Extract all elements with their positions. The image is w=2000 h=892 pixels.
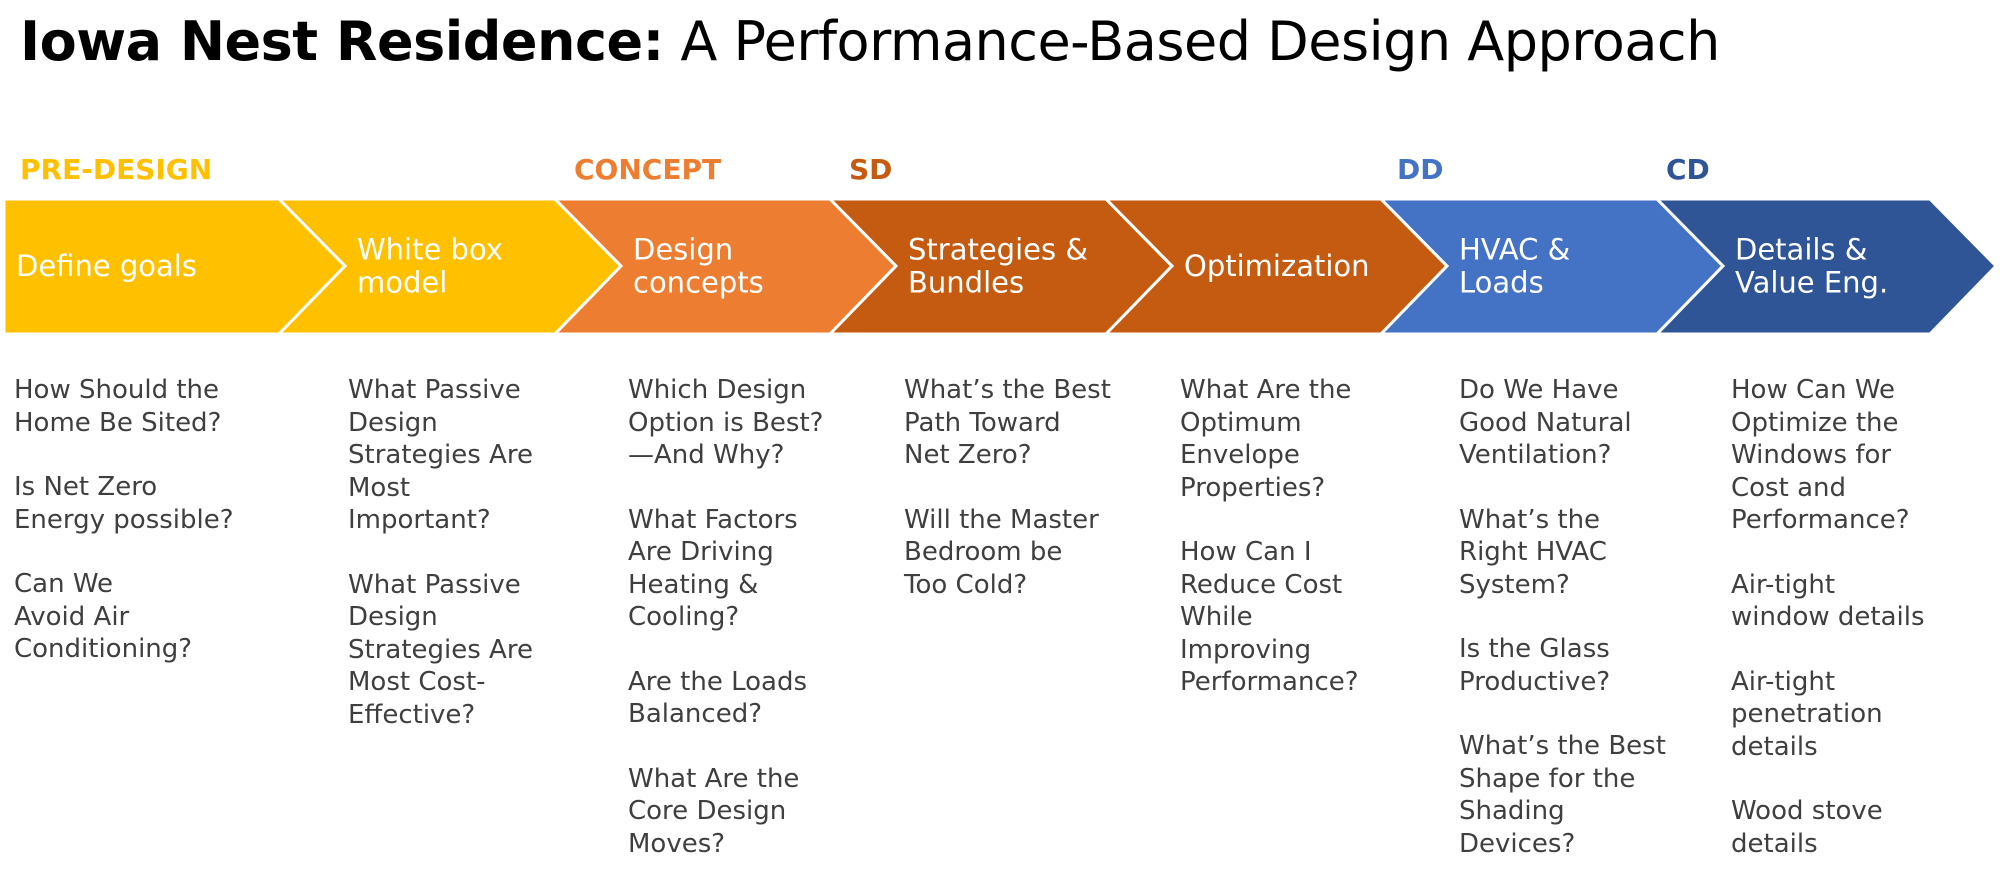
question-column-details-value-eng: How Can We Optimize the Windows for Cost…	[1731, 374, 1925, 892]
chevron-label-define-goals: Define goals	[16, 249, 197, 283]
question-column-hvac-loads: Do We Have Good Natural Ventilation? What…	[1459, 374, 1666, 892]
question-item: Is Net Zero Energy possible?	[14, 472, 234, 535]
question-item: Which Design Option is Best? —And Why?	[628, 375, 824, 470]
question-item: What Passive Design Strategies Are Most …	[348, 375, 533, 535]
title-bold: Iowa Nest Residence:	[20, 10, 664, 73]
question-item: Wood stove details	[1731, 796, 1883, 859]
question-item: How Can I Reduce Cost While Improving Pe…	[1180, 537, 1359, 697]
phase-label-concept: CONCEPT	[574, 153, 722, 186]
phase-label-pre-design: PRE-DESIGN	[20, 153, 213, 186]
question-item: What Passive Design Strategies Are Most …	[348, 569, 533, 730]
chevron-label-strategies-bundles: Strategies &Bundles	[908, 233, 1088, 300]
question-column-strategies-bundles: What’s the Best Path Toward Net Zero? Wil…	[904, 374, 1111, 633]
question-item: Air-tight window details	[1731, 569, 1925, 633]
question-column-white-box-model: What Passive Design Strategies Are Most …	[348, 374, 533, 763]
phase-label-dd: DD	[1397, 153, 1444, 186]
question-item: What Factors Are Driving Heating & Cooli…	[628, 504, 798, 633]
question-item: Is the Glass Productive?	[1459, 634, 1611, 697]
chevron-label-hvac-loads: HVAC &Loads	[1459, 233, 1570, 300]
question-item: Air-tight penetration details	[1731, 666, 1883, 762]
question-item: Can We Avoid Air Conditioning?	[14, 569, 193, 664]
question-column-define-goals: How Should the Home Be Sited? Is Net Zero…	[14, 374, 234, 698]
question-item: What’s the Best Path Toward Net Zero?	[904, 375, 1111, 470]
question-item: How Should the Home Be Sited?	[14, 375, 222, 438]
question-column-optimization: What Are the Optimum Envelope Properties…	[1180, 374, 1359, 731]
chevron-label-details-value-eng: Details &Value Eng.	[1735, 233, 1888, 300]
title-rest: A Performance-Based Design Approach	[663, 10, 1720, 73]
question-item: What Are the Optimum Envelope Properties…	[1180, 375, 1352, 503]
question-column-design-concepts: Which Design Option is Best? —And Why? Wh…	[628, 374, 823, 892]
question-item: Will the Master Bedroom be Too Cold?	[904, 504, 1099, 600]
chevron-label-optimization: Optimization	[1184, 249, 1370, 283]
question-item: Do We Have Good Natural Ventilation?	[1459, 375, 1632, 470]
question-item: How Can We Optimize the Windows for Cost…	[1731, 375, 1910, 535]
question-item: What Are the Core Design Moves?	[628, 763, 800, 859]
question-item: What’s the Right HVAC System?	[1459, 504, 1607, 600]
question-item: Are the Loads Balanced?	[628, 666, 808, 730]
page-title: Iowa Nest Residence: A Performance-Based…	[20, 10, 1720, 73]
question-item: What’s the Best Shape for the Shading De…	[1459, 731, 1666, 859]
chevron-details-value-eng	[1653, 197, 1999, 336]
phase-label-sd: SD	[849, 153, 893, 186]
phase-label-cd: CD	[1666, 153, 1710, 186]
